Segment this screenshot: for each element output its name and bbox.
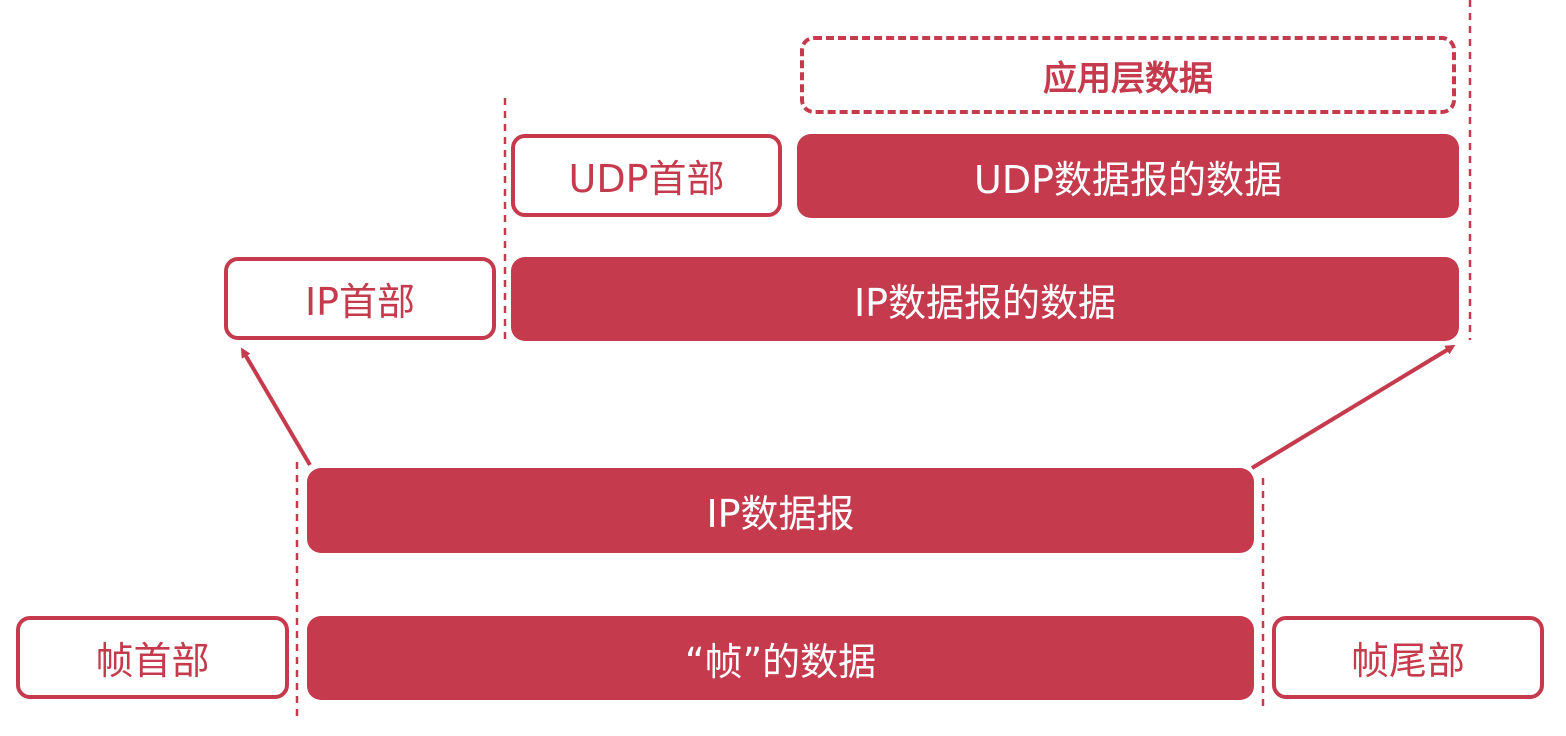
- ip-datagram-box: IP数据报: [307, 468, 1254, 553]
- udp-data-box: UDP数据报的数据: [797, 134, 1459, 218]
- frame-header-box: 帧首部: [16, 616, 289, 699]
- ip-data-box: IP数据报的数据: [511, 257, 1459, 341]
- arrow-to-ip-header: [240, 347, 312, 467]
- ip-header-box: IP首部: [224, 257, 496, 340]
- frame-data-box: “帧”的数据: [307, 616, 1254, 700]
- arrow-to-ip-data-end: [1250, 344, 1456, 470]
- udp-header-box: UDP首部: [511, 134, 782, 217]
- application-data-box: 应用层数据: [800, 36, 1456, 114]
- frame-trailer-box: 帧尾部: [1272, 616, 1544, 699]
